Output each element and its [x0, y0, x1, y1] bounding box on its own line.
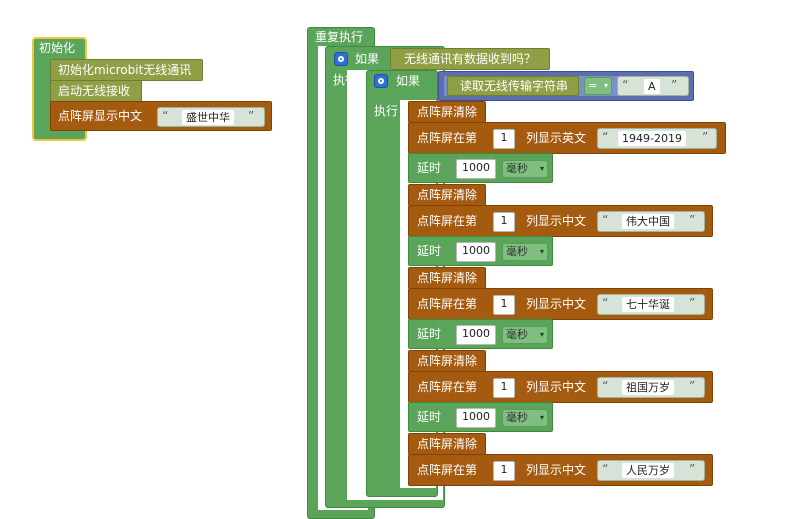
quote-close-icon: ”	[671, 78, 678, 92]
quote-open-icon: “	[602, 379, 609, 393]
show-text-block[interactable]: 点阵屏在第 1 列显示中文 “ 伟大中国 ”	[408, 205, 713, 237]
delay-value-input[interactable]: 1000	[456, 242, 496, 262]
delay-block[interactable]: 延时 1000 毫秒 ▾	[408, 236, 553, 266]
quote-close-icon: ”	[689, 296, 696, 310]
delay-value-input[interactable]: 1000	[456, 325, 496, 345]
delay-label: 延时	[417, 244, 442, 258]
delay-value-input[interactable]: 1000	[456, 159, 496, 179]
show-mode: 列显示中文	[526, 297, 587, 311]
text-input[interactable]: “ 人民万岁 ”	[597, 460, 705, 481]
if2-label: 如果	[396, 74, 421, 88]
row-number-input[interactable]: 1	[493, 378, 515, 398]
quote-close-icon: ”	[689, 462, 696, 476]
delay-label: 延时	[417, 410, 442, 424]
show-mode: 列显示中文	[526, 214, 587, 228]
delay-unit-dropdown[interactable]: 毫秒 ▾	[502, 326, 548, 344]
row-number-input[interactable]: 1	[493, 129, 515, 149]
delay-block[interactable]: 延时 1000 毫秒 ▾	[408, 319, 553, 349]
matrix-show-cn-label: 点阵屏显示中文	[58, 109, 143, 123]
quote-open-icon: “	[602, 130, 609, 144]
start-receive-label: 启动无线接收	[58, 84, 131, 98]
delay-block[interactable]: 延时 1000 毫秒 ▾	[408, 153, 553, 183]
gear-icon[interactable]	[374, 74, 388, 88]
delay-unit-dropdown[interactable]: 毫秒 ▾	[502, 160, 548, 178]
read-string-block[interactable]: 读取无线传输字符串	[447, 76, 579, 96]
text-value[interactable]: 七十华诞	[622, 297, 674, 312]
row-number-input[interactable]: 1	[493, 461, 515, 481]
clear-label: 点阵屏清除	[417, 105, 478, 119]
clear-label: 点阵屏清除	[417, 271, 478, 285]
row-number-input[interactable]: 1	[493, 212, 515, 232]
quote-close-icon: ”	[248, 109, 255, 123]
quote-close-icon: ”	[689, 213, 696, 227]
read-string-label: 读取无线传输字符串	[460, 79, 569, 93]
text-value[interactable]: 盛世中华	[182, 110, 234, 125]
init-radio-label: 初始化microbit无线通讯	[58, 63, 192, 77]
start-receive-block[interactable]: 启动无线接收	[50, 80, 142, 102]
compare-op: =	[588, 79, 598, 92]
clear-label: 点阵屏清除	[417, 188, 478, 202]
if1-label: 如果	[355, 52, 380, 66]
text-input[interactable]: “ 盛世中华 ”	[157, 107, 265, 127]
show-prefix: 点阵屏在第	[417, 214, 478, 228]
text-value[interactable]: 1949-2019	[618, 131, 686, 146]
show-mode: 列显示中文	[526, 380, 587, 394]
delay-value-input[interactable]: 1000	[456, 408, 496, 428]
text-input[interactable]: “ 七十华诞 ”	[597, 294, 705, 315]
show-text-block[interactable]: 点阵屏在第 1 列显示中文 “ 祖国万岁 ”	[408, 371, 713, 403]
quote-open-icon: “	[602, 296, 609, 310]
text-value[interactable]: 人民万岁	[622, 463, 674, 478]
quote-open-icon: “	[622, 78, 629, 92]
quote-open-icon: “	[602, 462, 609, 476]
dropdown-arrow-icon: ▾	[539, 164, 544, 173]
clear-block[interactable]: 点阵屏清除	[408, 350, 486, 372]
init-header: 初始化	[39, 41, 76, 55]
clear-label: 点阵屏清除	[417, 354, 478, 368]
quote-close-icon: ”	[702, 130, 709, 144]
text-value[interactable]: 伟大中国	[622, 214, 674, 229]
gear-icon[interactable]	[334, 52, 348, 66]
loop-header: 重复执行	[315, 30, 364, 44]
text-input[interactable]: “ 祖国万岁 ”	[597, 377, 705, 398]
show-text-block[interactable]: 点阵屏在第 1 列显示英文 “ 1949-2019 ”	[408, 122, 726, 154]
quote-open-icon: “	[602, 213, 609, 227]
clear-block[interactable]: 点阵屏清除	[408, 184, 486, 206]
show-text-block[interactable]: 点阵屏在第 1 列显示中文 “ 七十华诞 ”	[408, 288, 713, 320]
radio-received-block[interactable]: 无线通讯有数据收到吗？	[390, 48, 550, 70]
show-prefix: 点阵屏在第	[417, 131, 478, 145]
do2-label: 执行	[374, 104, 399, 118]
show-text-block[interactable]: 点阵屏在第 1 列显示中文 “ 人民万岁 ”	[408, 454, 713, 486]
dropdown-arrow-icon: ▾	[539, 247, 544, 256]
show-prefix: 点阵屏在第	[417, 463, 478, 477]
compare-operator-dropdown[interactable]: = ▾	[584, 77, 612, 95]
text-value[interactable]: 祖国万岁	[622, 380, 674, 395]
delay-block[interactable]: 延时 1000 毫秒 ▾	[408, 402, 553, 432]
matrix-show-cn-block[interactable]: 点阵屏显示中文 “ 盛世中华 ”	[50, 101, 272, 131]
row-number-input[interactable]: 1	[493, 295, 515, 315]
dropdown-arrow-icon: ▾	[603, 81, 608, 90]
clear-block[interactable]: 点阵屏清除	[408, 433, 486, 455]
quote-open-icon: “	[162, 109, 169, 123]
show-mode: 列显示中文	[526, 463, 587, 477]
clear-label: 点阵屏清除	[417, 437, 478, 451]
text-input[interactable]: “ 1949-2019 ”	[597, 128, 717, 149]
delay-label: 延时	[417, 327, 442, 341]
show-prefix: 点阵屏在第	[417, 297, 478, 311]
radio-received-label: 无线通讯有数据收到吗？	[404, 52, 537, 66]
clear-block[interactable]: 点阵屏清除	[408, 267, 486, 289]
clear-block[interactable]: 点阵屏清除	[408, 101, 486, 123]
init-radio-block[interactable]: 初始化microbit无线通讯	[50, 59, 203, 81]
delay-unit-dropdown[interactable]: 毫秒 ▾	[502, 243, 548, 261]
quote-close-icon: ”	[689, 379, 696, 393]
delay-unit-dropdown[interactable]: 毫秒 ▾	[502, 409, 548, 427]
text-input[interactable]: “ 伟大中国 ”	[597, 211, 705, 232]
delay-label: 延时	[417, 161, 442, 175]
dropdown-arrow-icon: ▾	[539, 330, 544, 339]
show-prefix: 点阵屏在第	[417, 380, 478, 394]
show-mode: 列显示英文	[526, 131, 587, 145]
compare-value[interactable]: A	[644, 79, 660, 94]
compare-value-input[interactable]: “ A ”	[617, 76, 689, 96]
dropdown-arrow-icon: ▾	[539, 413, 544, 422]
